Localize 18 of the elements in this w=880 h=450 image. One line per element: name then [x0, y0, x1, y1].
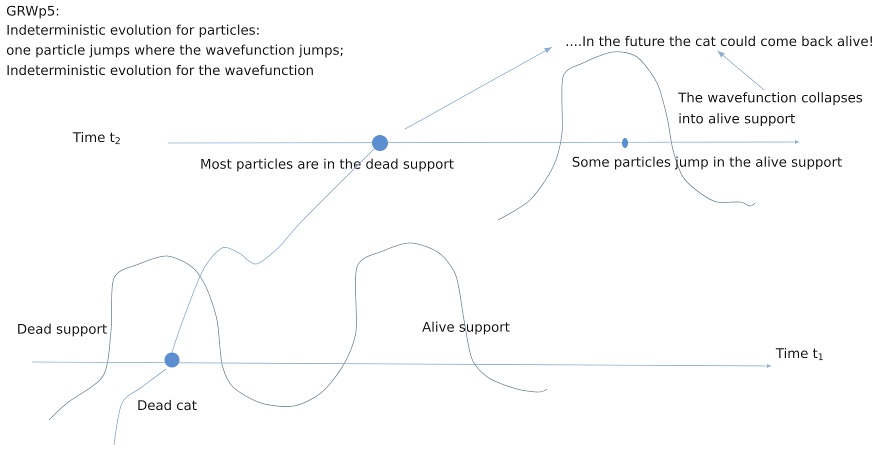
text-label: Alive support [422, 322, 510, 334]
text-label: Dead support [18, 324, 107, 336]
text-label: ....In the future the cat could come back alive! [566, 36, 872, 46]
text-label: Time t$_{2}$ [72, 132, 120, 144]
text-label: Indeterministic evolution for the wavefunction [8, 64, 313, 76]
arrow [718, 50, 765, 90]
text-label: The wavefunction collapses into alive support [678, 92, 862, 126]
text-label: one particle jumps where the wavefunction jumps; [6, 44, 342, 58]
node-label: Some particles jump in the alive support [572, 156, 842, 170]
text-label: Time t$_{1}$ [776, 348, 823, 360]
node-label: Dead cat [138, 400, 197, 410]
arrow [404, 47, 552, 130]
text-label: Indeterministic evolution for particles: [8, 24, 259, 38]
particle-dot [164, 352, 180, 368]
text-label: GRWp5: [6, 6, 58, 18]
particle-dot [622, 138, 628, 148]
node-label: Most particles are in the dead support [201, 158, 454, 172]
particle-dot [372, 135, 388, 151]
